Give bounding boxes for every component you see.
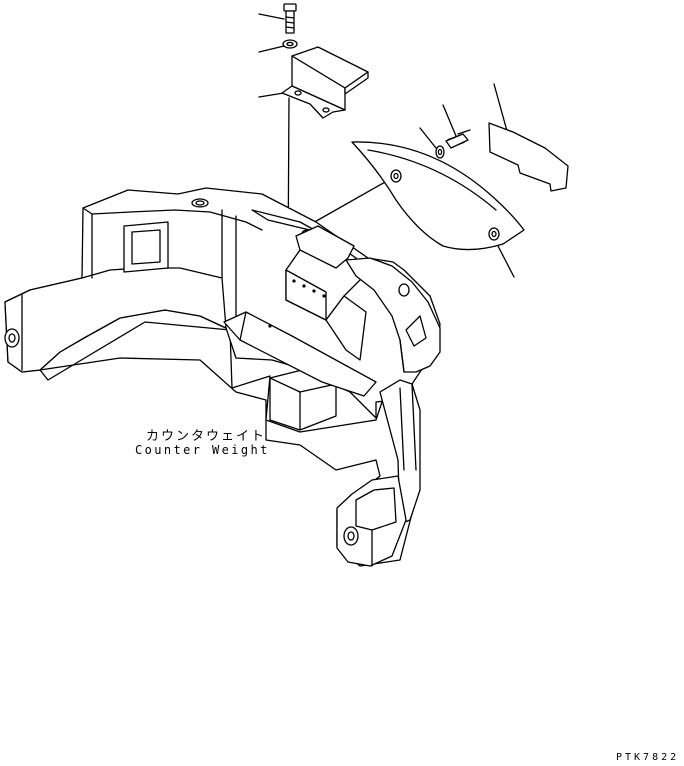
bolt-side	[445, 129, 471, 149]
label-sheet	[488, 122, 569, 192]
counterweight-label-jp: カウンタウェイト	[146, 429, 267, 444]
drawing-code: PTK7822	[616, 752, 680, 763]
washer-side	[435, 145, 445, 159]
bolt-top	[283, 3, 297, 34]
counterweight-label-en: Counter Weight	[135, 443, 270, 457]
washer-top	[282, 39, 298, 49]
side-cover	[351, 141, 525, 251]
counterweight	[4, 187, 441, 567]
bracket-plate	[281, 46, 369, 119]
